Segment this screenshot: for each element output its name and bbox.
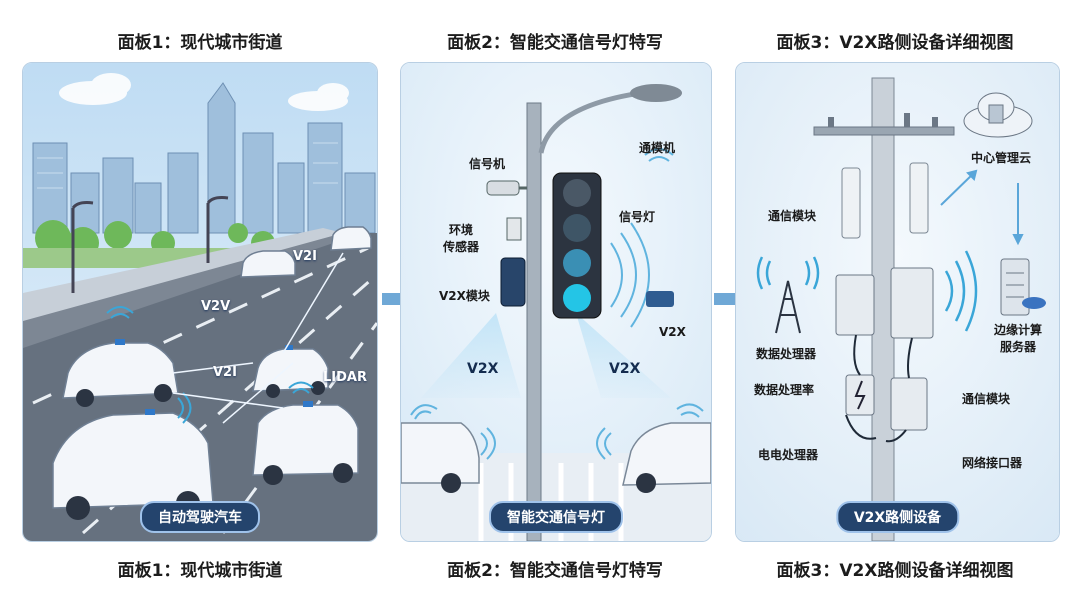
network-box-icon <box>891 378 927 430</box>
panel3-bottom-title: 面板3：V2X路侧设备详细视图 <box>735 556 1055 581</box>
processor-box-icon <box>891 268 933 338</box>
label-signal-light: 信号灯 <box>619 208 655 225</box>
street-lamp-icon <box>630 84 682 102</box>
panel-traffic-light: 通模机 信号机 环境 传感器 信号灯 V2X模块 V2X V2X V2X 智能交… <box>400 62 712 542</box>
label-env-sensor: 环境 传感器 <box>443 221 479 255</box>
v2x-module-icon <box>501 258 525 306</box>
label-v2x-module: V2X模块 <box>439 287 490 304</box>
panel1-bottom-title: 面板1：现代城市街道 <box>40 556 360 581</box>
label-v2i-top: V2I <box>293 249 317 264</box>
city-street-illustration <box>23 63 377 541</box>
badge-autonomous-car: 自动驾驶汽车 <box>140 501 260 533</box>
antenna-icon <box>910 163 928 233</box>
antenna-icon <box>842 168 860 238</box>
panel2-bottom-title: 面板2：智能交通信号灯特写 <box>395 556 715 581</box>
label-lidar: LIDAR <box>323 370 367 385</box>
label-signal-machine: 信号机 <box>469 155 505 172</box>
label-network-interface: 网络接口器 <box>962 454 1022 471</box>
label-v2v: V2V <box>201 299 230 314</box>
panel-city-street: V2I V2V V2I LIDAR 自动驾驶汽车 <box>22 62 378 542</box>
sensor-icon <box>507 218 521 240</box>
label-comm: 通模机 <box>639 139 675 156</box>
label-power-processor: 电电处理器 <box>758 446 818 463</box>
label-comm-module-bottom: 通信模块 <box>962 390 1010 407</box>
panel3-top-title: 面板3：V2X路侧设备详细视图 <box>735 28 1055 53</box>
label-v2x-right-beam: V2X <box>609 361 640 377</box>
label-comm-module-top: 通信模块 <box>768 207 816 224</box>
badge-smart-traffic-light: 智能交通信号灯 <box>489 501 623 533</box>
label-data-processor: 数据处理器 <box>756 345 816 362</box>
label-cloud: 中心管理云 <box>971 149 1031 166</box>
label-edge-server: 边缘计算 服务器 <box>994 321 1042 355</box>
label-data-rate: 数据处理率 <box>754 381 814 398</box>
panel-roadside-unit: 中心管理云 通信模块 边缘计算 服务器 数据处理器 数据处理率 通信模块 电电处… <box>735 62 1060 542</box>
badge-v2x-rsu: V2X路侧设备 <box>836 501 959 533</box>
label-v2x-left-beam: V2X <box>467 361 498 377</box>
label-v2x-right: V2X <box>659 325 686 339</box>
camera-icon <box>487 181 519 195</box>
panel1-top-title: 面板1：现代城市街道 <box>40 28 360 53</box>
roadside-unit-icon <box>646 291 674 307</box>
panel2-top-title: 面板2：智能交通信号灯特写 <box>395 28 715 53</box>
processor-box-icon <box>836 275 874 335</box>
label-v2i-mid: V2I <box>213 365 237 380</box>
